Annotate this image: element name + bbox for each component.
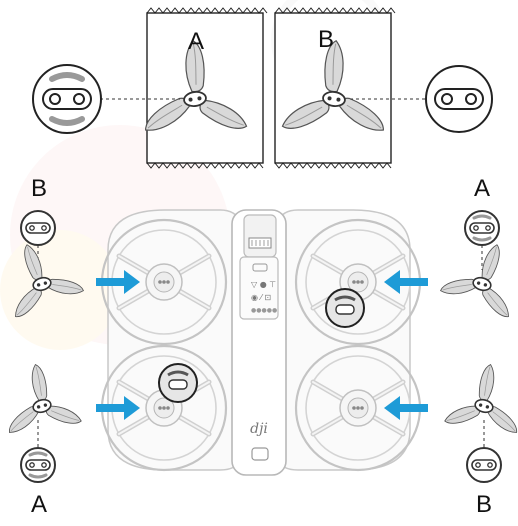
motor-mark-callout-right (325, 288, 365, 328)
mark-b-icon (20, 210, 56, 246)
brand-logo: dji (250, 421, 268, 437)
mark-b-icon (466, 447, 502, 483)
svg-text:▽ ● ⊤: ▽ ● ⊤ (251, 280, 276, 289)
install-arrows (96, 270, 428, 420)
card-a (131, 7, 268, 169)
label-rear-left: A (31, 491, 48, 518)
drone-body: ▽ ● ⊤ ◉ ⁄ ⊡ ●●●●● dji (107, 209, 411, 476)
mark-a-detail-icon (32, 64, 102, 134)
prop-front-right (435, 210, 518, 322)
svg-text:●●●●●: ●●●●● (251, 307, 277, 314)
label-card-b: B (318, 26, 335, 53)
mark-a-icon (20, 447, 56, 483)
prop-front-left (0, 210, 89, 322)
arrow-rear-left (96, 396, 140, 420)
label-rear-right: B (476, 491, 493, 518)
label-front-left: B (31, 175, 48, 202)
label-card-a: A (188, 28, 205, 55)
mark-a-icon (464, 210, 500, 246)
svg-text:◉ ⁄ ⊡: ◉ ⁄ ⊡ (251, 293, 271, 302)
motor-mark-callout-left (158, 363, 198, 403)
arrow-rear-right (384, 396, 428, 420)
mark-b-detail-icon (425, 65, 493, 133)
arrow-front-right (384, 270, 428, 294)
arrow-front-left (96, 270, 140, 294)
prop-rear-left (0, 356, 86, 483)
label-front-right: A (474, 175, 491, 202)
card-b (274, 7, 398, 169)
prop-rear-right (440, 356, 518, 483)
